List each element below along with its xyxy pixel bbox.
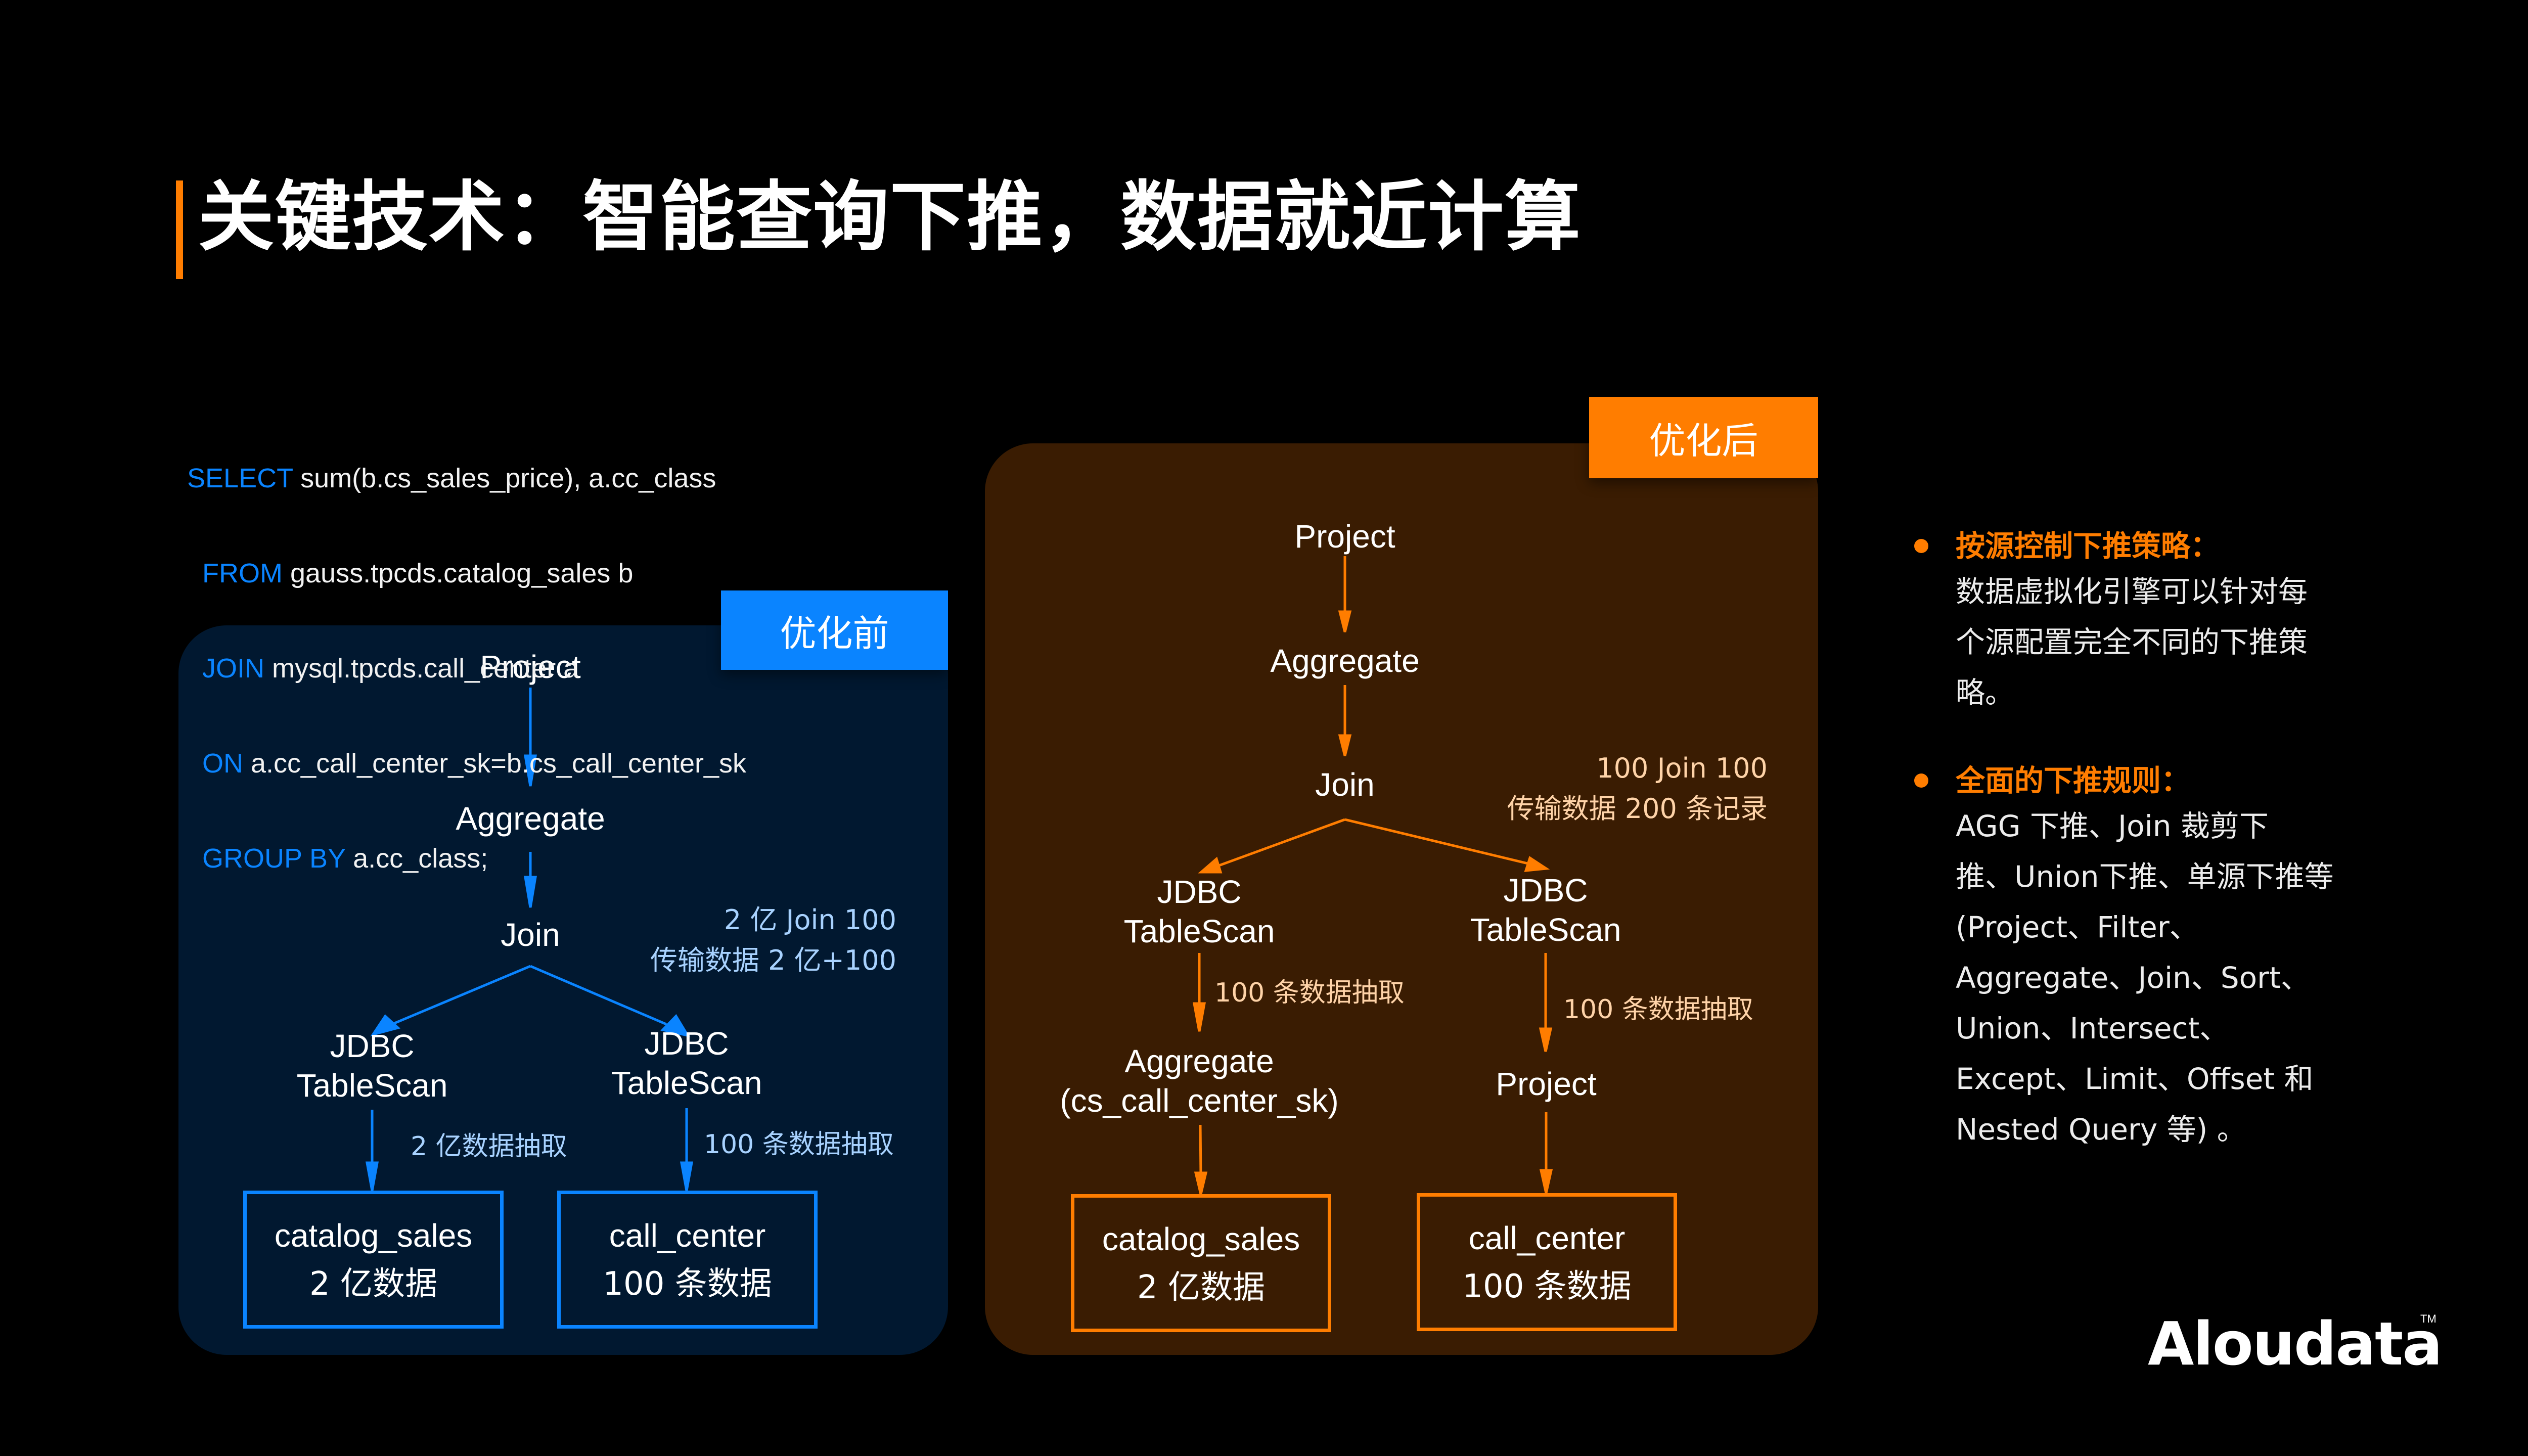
table-size: 2 亿数据 [1137,1268,1266,1306]
node-line: JDBC [644,1025,729,1062]
sql-query: SELECT sum(b.cs_sales_price), a.cc_class… [187,399,746,906]
sql-keyword: SELECT [187,463,293,493]
sql-keyword: ON [187,748,244,779]
sql-text: mysql.tpcds.call_center a [264,653,579,684]
sql-line: GROUP BY a.cc_class; [187,842,746,875]
section-line: 个源配置完全不同的下推策 [1956,625,2308,659]
after-table-catalog-sales: catalog_sales 2 亿数据 [1071,1194,1331,1332]
page-title: 关键技术：智能查询下推，数据就近计算 [198,173,1582,261]
node-line: JDBC [330,1028,415,1064]
sidebar-section-strategy: 按源控制下推策略： 数据虚拟化引擎可以针对每 个源配置完全不同的下推策 略。 [1956,526,2308,718]
before-tag: 优化前 [721,590,948,670]
node-line: TableScan [1123,913,1275,949]
node-line: JDBC [1503,872,1588,908]
after-tag: 优化后 [1589,397,1818,478]
bullet-icon [1914,774,1928,788]
section-line: 略。 [1956,675,2015,710]
node-line: TableScan [1470,912,1621,948]
note-line: 100 Join 100 [1596,752,1768,784]
section-line: Union、Intersect、 [1956,1011,2229,1045]
section-heading: 按源控制下推策略： [1956,529,2220,563]
sidebar-section-rules: 全面的下推规则： AGG 下推、Join 裁剪下 推、Union下推、单源下推等… [1956,760,2334,1155]
bullet-icon [1914,539,1928,553]
table-name: call_center [609,1217,766,1254]
sql-line: SELECT sum(b.cs_sales_price), a.cc_class [187,462,746,494]
after-panel [985,443,1818,1355]
after-node-project: Project [1294,518,1395,555]
section-line: 数据虚拟化引擎可以针对每 [1956,574,2308,609]
after-edge-label-left: 100 条数据抽取 [1214,978,1405,1008]
before-node-project: Project [480,649,581,685]
before-edge-label-right: 100 条数据抽取 [704,1129,894,1160]
after-node-join: Join [1315,766,1375,803]
after-node-project-right: Project [1496,1066,1597,1102]
sql-keyword: FROM [187,558,283,588]
node-line: TableScan [296,1067,448,1104]
node-line: Aggregate [1124,1043,1274,1079]
sql-keyword: GROUP BY [187,843,346,874]
node-line: (cs_call_center_sk) [1060,1082,1339,1119]
table-name: catalog_sales [274,1217,473,1254]
sql-line: JOIN mysql.tpcds.call_center a [187,652,746,685]
before-node-scan-left: JDBC TableScan [297,1026,448,1105]
note-line: 传输数据 2 亿+100 [650,944,896,976]
after-node-aggregate: Aggregate [1270,643,1420,679]
sql-line: ON a.cc_call_center_sk=b.cs_call_center_… [187,747,746,780]
table-size: 2 亿数据 [309,1265,438,1303]
after-join-note: 100 Join 100 传输数据 200 条记录 [1507,748,1768,829]
sql-text: a.cc_call_center_sk=b.cs_call_center_sk [243,748,747,779]
before-node-scan-right: JDBC TableScan [611,1024,762,1103]
section-line: Nested Query 等) 。 [1956,1112,2246,1147]
sql-text: sum(b.cs_sales_price), a.cc_class [293,463,716,493]
node-line: JDBC [1157,874,1242,910]
before-table-catalog-sales: catalog_sales 2 亿数据 [243,1191,504,1329]
table-name: call_center [1468,1219,1626,1256]
trademark-mark: TM [2420,1312,2436,1325]
section-line: 推、Union下推、单源下推等 [1956,859,2334,894]
after-table-call-center: call_center 100 条数据 [1417,1193,1677,1331]
node-line: TableScan [611,1065,762,1101]
before-node-aggregate: Aggregate [456,800,605,837]
section-line: AGG 下推、Join 裁剪下 [1956,809,2269,843]
before-node-join: Join [501,917,560,953]
sql-text: gauss.tpcds.catalog_sales b [282,558,634,588]
sql-text: a.cc_class; [345,843,488,874]
aloudata-logo: Aloudata [2148,1309,2443,1379]
section-line: Except、Limit、Offset 和 [1956,1062,2314,1096]
note-line: 传输数据 200 条记录 [1507,793,1768,825]
title-accent-bar [176,180,183,279]
section-line: (Project、Filter、 [1956,910,2199,944]
table-name: catalog_sales [1102,1220,1300,1257]
after-node-scan-right: JDBC TableScan [1470,871,1621,949]
note-line: 2 亿 Join 100 [724,904,896,936]
after-node-aggregate-left: Aggregate (cs_call_center_sk) [1060,1041,1338,1120]
table-size: 100 条数据 [1462,1267,1632,1305]
table-size: 100 条数据 [603,1265,772,1303]
before-join-note: 2 亿 Join 100 传输数据 2 亿+100 [650,900,896,981]
before-table-call-center: call_center 100 条数据 [557,1191,818,1329]
after-node-scan-left: JDBC TableScan [1124,872,1275,951]
section-line: Aggregate、Join、Sort、 [1956,961,2310,995]
after-edge-label-right: 100 条数据抽取 [1563,994,1753,1025]
sql-line: FROM gauss.tpcds.catalog_sales b [187,557,746,589]
section-heading: 全面的下推规则： [1956,763,2191,798]
before-edge-label-left: 2 亿数据抽取 [411,1131,567,1162]
sql-keyword: JOIN [187,653,265,684]
